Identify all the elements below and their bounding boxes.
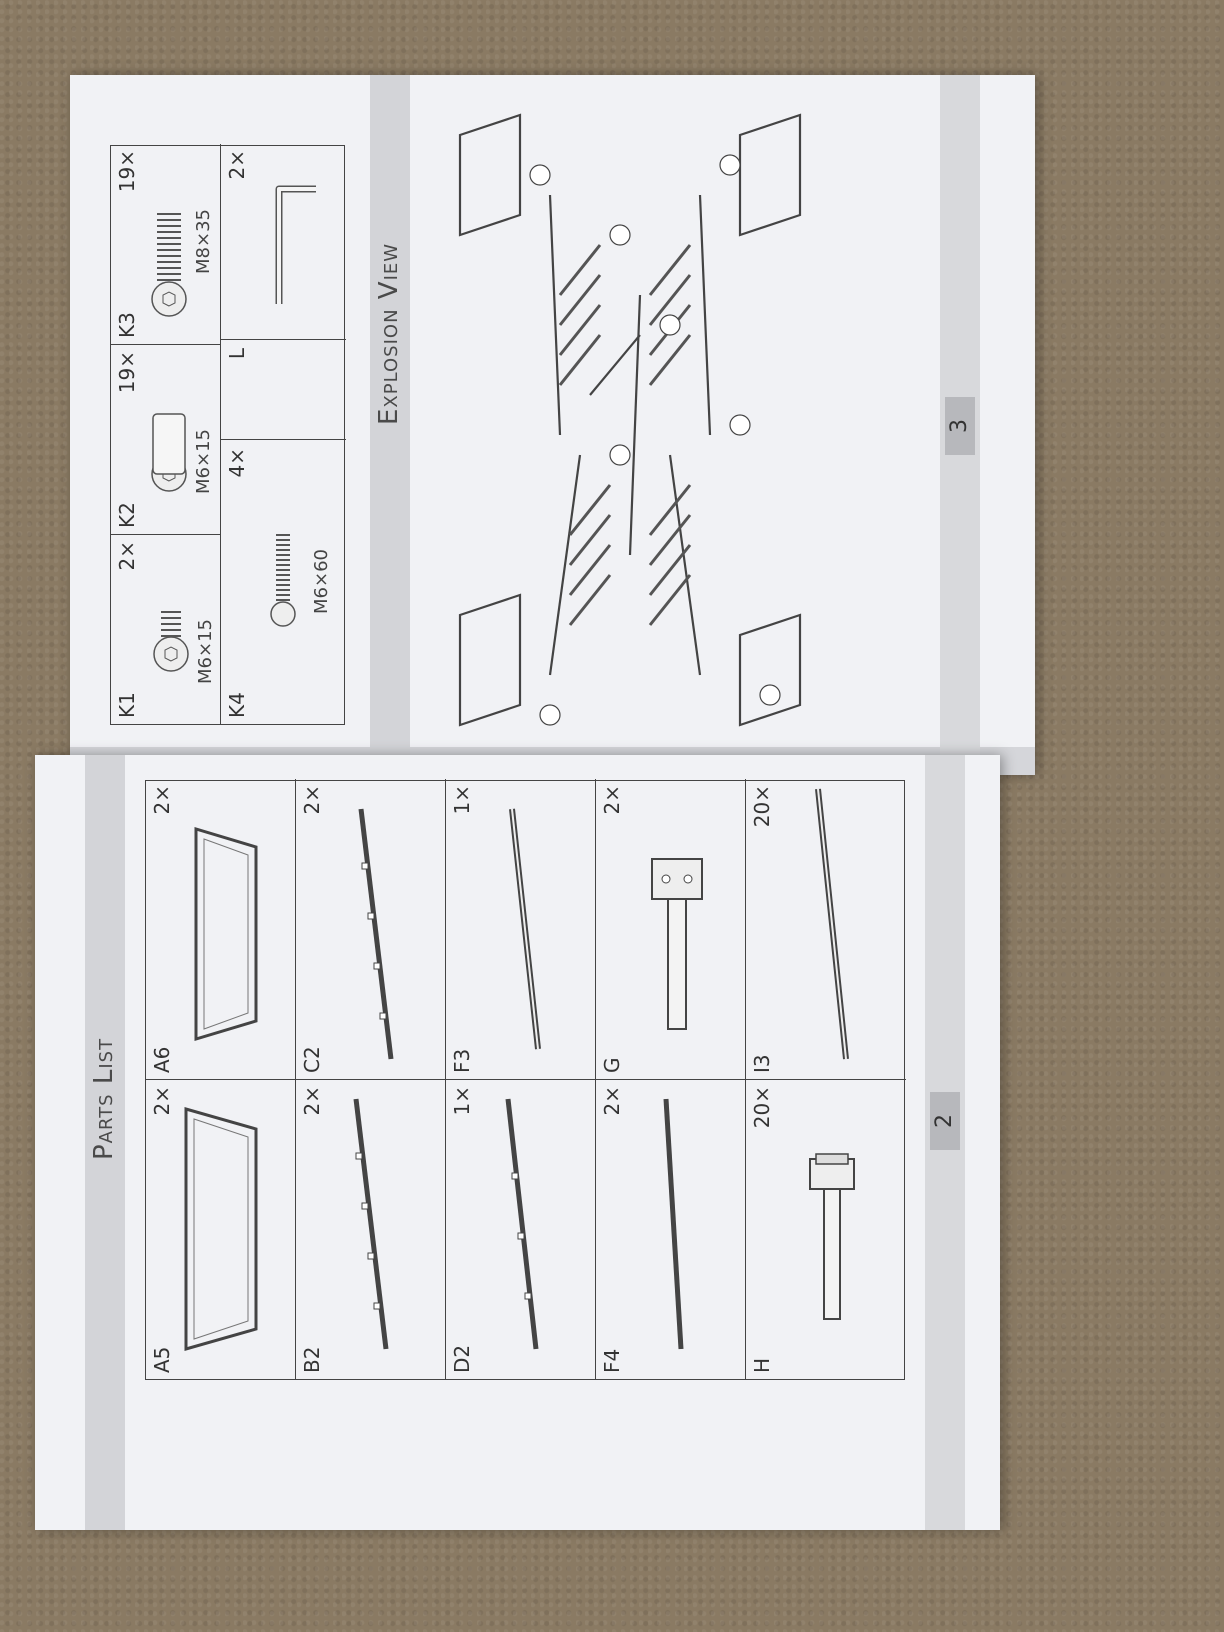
hardware-cell-l: 2× [221,144,346,339]
hardware-cell-l-label: L [221,339,346,439]
part-cell-c2: C2 2× [296,779,446,1079]
side-rail-icon [358,808,394,1060]
center-rail-icon [505,1098,539,1350]
page-number: 3 [945,397,975,455]
hardware-cell-k4: K4 4× M6×60 [221,439,346,724]
part-id: L [225,348,249,360]
socket-bolt-short-icon [153,611,189,672]
header-band [370,75,410,775]
part-size: M6×15 [193,429,214,494]
part-cell-b2: B2 2× [296,1079,446,1379]
socket-bolt-long-icon [151,213,187,317]
part-cell-i3: I3 20× [746,779,906,1079]
instruction-sheet-page-2: Parts List A5 2× A6 2× B2 2× [35,755,1000,1530]
part-size: M6×15 [195,619,216,684]
instruction-sheet-page-3: K1 2× M6×15 K2 19× M6×15 [70,75,1035,775]
part-cell-a6: A6 2× [146,779,296,1079]
socket-bolt-thin-icon [270,534,296,627]
part-size: M6×60 [311,549,332,614]
explosion-view-title: Explosion View [374,242,404,425]
support-leg-icon [651,858,703,1030]
parts-table: A5 2× A6 2× B2 2× C2 2× [145,779,906,1380]
part-cell-f3: F3 1× [446,779,596,1079]
part-cell-f4: F4 2× [596,1079,746,1379]
barrel-nut-icon [151,413,187,492]
bracket-leg-icon [809,1153,855,1320]
allen-key-icon [275,185,316,304]
hardware-table: K1 2× M6×15 K2 19× M6×15 [110,144,346,725]
center-rail-icon [509,808,541,1050]
part-size: M8×35 [193,209,214,274]
support-bar-icon [663,1098,684,1350]
slat-icon [815,788,849,1060]
end-frame-icon [184,1107,258,1351]
end-frame-icon [194,826,258,1042]
explosion-view-diagram [458,113,802,727]
part-cell-d2: D2 1× [446,1079,596,1379]
part-cell-a5: A5 2× [146,1079,296,1379]
part-cell-g: G 2× [596,779,746,1079]
hardware-cell-k1: K1 2× M6×15 [111,534,221,724]
side-rail-icon [353,1098,389,1350]
page-number: 2 [930,1092,960,1150]
part-cell-h: H 20× [746,1079,906,1379]
parts-list-title: Parts List [89,1037,119,1160]
hardware-cell-k2: K2 19× M6×15 [111,344,221,534]
hardware-cell-k3: K3 19× M8×35 [111,144,221,344]
